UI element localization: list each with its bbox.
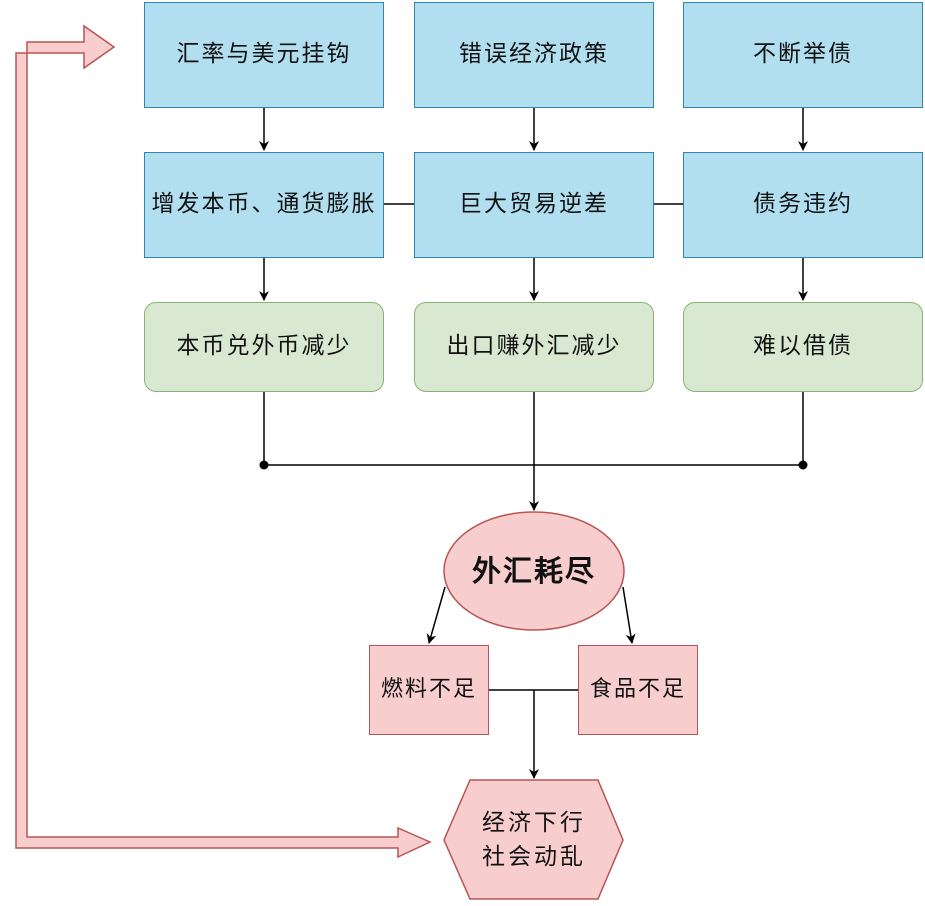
merge-dot-left — [259, 460, 269, 470]
node-debt-default: 债务违约 — [683, 152, 923, 258]
node-export-earnings-less-label: 出口赚外汇减少 — [446, 333, 622, 360]
node-exchange-rate-peg-label: 汇率与美元挂钩 — [176, 41, 352, 68]
node-fuel-shortage: 燃料不足 — [369, 645, 489, 735]
node-wrong-policy-label: 错误经济政策 — [459, 41, 609, 68]
outcome-line2: 社会动乱 — [482, 844, 586, 870]
node-food-shortage-label: 食品不足 — [589, 676, 686, 702]
outcome-line1: 经济下行 — [482, 809, 586, 836]
arrow-center-fuel — [426, 586, 446, 644]
outcome-label: 经济下行 社会动乱 — [450, 782, 618, 898]
node-fuel-shortage-label: 燃料不足 — [380, 676, 477, 702]
arrow-center-food — [622, 586, 636, 644]
node-exchange-rate-peg: 汇率与美元挂钩 — [144, 2, 384, 108]
node-food-shortage: 食品不足 — [578, 645, 698, 735]
node-trade-deficit: 巨大贸易逆差 — [414, 152, 654, 258]
node-local-to-foreign-less-label: 本币兑外币减少 — [176, 333, 352, 360]
node-hard-to-borrow-label: 难以借债 — [753, 333, 853, 360]
center-ellipse — [443, 511, 625, 631]
node-continuous-borrowing: 不断举债 — [683, 2, 923, 108]
node-currency-inflation-label: 增发本币、通货膨胀 — [151, 191, 377, 218]
node-wrong-policy: 错误经济政策 — [414, 2, 654, 108]
node-export-earnings-less: 出口赚外汇减少 — [414, 302, 654, 392]
node-debt-default-label: 债务违约 — [753, 191, 853, 218]
center-label-text: 外汇耗尽 — [471, 553, 596, 588]
node-trade-deficit-label: 巨大贸易逆差 — [459, 191, 609, 218]
node-continuous-borrowing-label: 不断举债 — [753, 41, 853, 68]
outcome-hexagon — [443, 779, 624, 900]
node-local-to-foreign-less: 本币兑外币减少 — [144, 302, 384, 392]
merge-dot-right — [798, 460, 808, 470]
feedback-loop-arrow — [15, 24, 432, 859]
center-label: 外汇耗尽 — [444, 512, 624, 630]
node-hard-to-borrow: 难以借债 — [683, 302, 923, 392]
node-currency-inflation: 增发本币、通货膨胀 — [144, 152, 384, 258]
